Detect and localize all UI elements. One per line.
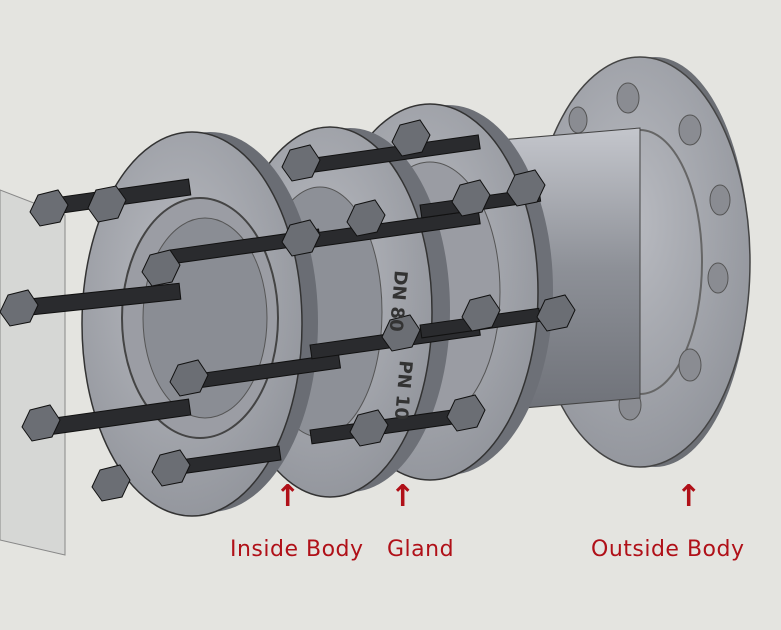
arrow-up-icon: ↑ bbox=[676, 479, 702, 514]
label-inside-body: Inside Body bbox=[230, 537, 364, 562]
arrow-up-icon: ↑ bbox=[275, 479, 301, 514]
outside-body bbox=[499, 56, 751, 468]
label-gland: Gland bbox=[387, 537, 455, 562]
label-outside-body: Outside Body bbox=[591, 537, 745, 562]
wall-panel bbox=[0, 189, 66, 556]
bolts bbox=[0, 119, 576, 502]
arrow-up-icon: ↑ bbox=[390, 479, 416, 514]
embossed-pn: PN 10 bbox=[390, 360, 416, 421]
